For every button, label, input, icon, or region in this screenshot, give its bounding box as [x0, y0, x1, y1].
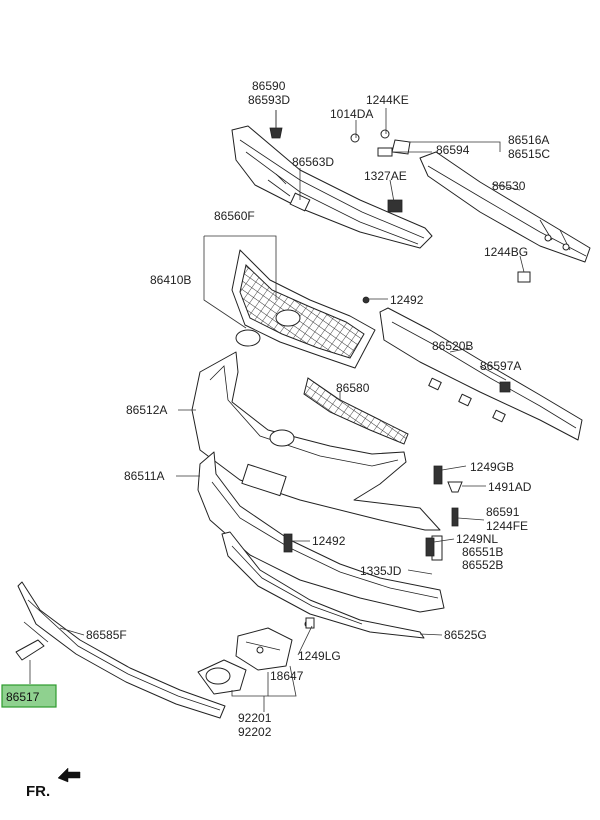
label-86552b: 86552B: [462, 558, 503, 572]
label-1244fe: 1244FE: [486, 519, 528, 533]
front-direction-marker: FR.: [26, 767, 81, 800]
label-86591: 86591: [486, 505, 520, 519]
upper-bracket-86563d: [231, 125, 433, 249]
label-1014da: 1014DA: [330, 107, 373, 121]
energy-absorber-86520b: [379, 307, 583, 441]
label-86560f: 86560F: [214, 209, 255, 223]
label-86593d: 86593D: [248, 93, 290, 107]
label-1249gb: 1249GB: [470, 460, 514, 474]
label-86563d: 86563D: [292, 155, 334, 169]
label-92201: 92201: [238, 711, 272, 725]
back-beam-86530: [419, 151, 591, 263]
label-92202: 92202: [238, 725, 272, 739]
label-86516a: 86516A: [508, 133, 549, 147]
label-86511a: 86511A: [124, 469, 164, 483]
highlight-box-86517[interactable]: [1, 684, 57, 708]
bumper-lower-86511a: [197, 451, 445, 613]
label-1327ae: 1327AE: [364, 169, 407, 183]
label-86590: 86590: [252, 79, 286, 93]
label-1335jd: 1335JD: [360, 564, 402, 578]
small-hardware: [283, 465, 463, 629]
label-86515c: 86515C: [508, 147, 550, 161]
clip-86517: [15, 621, 49, 661]
label-1249nl: 1249NL: [456, 532, 498, 546]
label-86551b: 86551B: [462, 545, 503, 559]
lower-trim-86585f: [17, 581, 226, 719]
bumper-cover-86512a: [191, 351, 441, 531]
label-1244ke: 1244KE: [366, 93, 409, 107]
label-86517: 86517: [6, 690, 40, 704]
lower-lip-86525g: [221, 531, 425, 639]
label-86410b: 86410B: [150, 273, 191, 287]
leader-lines: [29, 108, 525, 712]
label-86512a: 86512A: [126, 403, 167, 417]
part-labels: 86590 86593D 1244KE 1014DA 86516A 86594 …: [6, 79, 550, 739]
label-18647: 18647: [270, 669, 304, 683]
label-86525g: 86525G: [444, 628, 487, 642]
front-arrow-icon: [57, 767, 81, 783]
label-86520b: 86520B: [432, 339, 473, 353]
label-86585f: 86585F: [86, 628, 127, 642]
label-1249lg: 1249LG: [298, 649, 341, 663]
fog-lamp-assembly: [197, 620, 312, 695]
label-1491ad: 1491AD: [488, 480, 532, 494]
label-12492-upper: 12492: [390, 293, 424, 307]
grille-86410b: [231, 249, 376, 369]
label-86597a: 86597A: [480, 359, 521, 373]
label-1244bg: 1244BG: [484, 245, 528, 259]
label-86530: 86530: [492, 179, 526, 193]
front-label: FR.: [26, 783, 50, 800]
label-86594: 86594: [436, 143, 470, 157]
label-86580: 86580: [336, 381, 370, 395]
label-12492-lower: 12492: [312, 534, 346, 548]
